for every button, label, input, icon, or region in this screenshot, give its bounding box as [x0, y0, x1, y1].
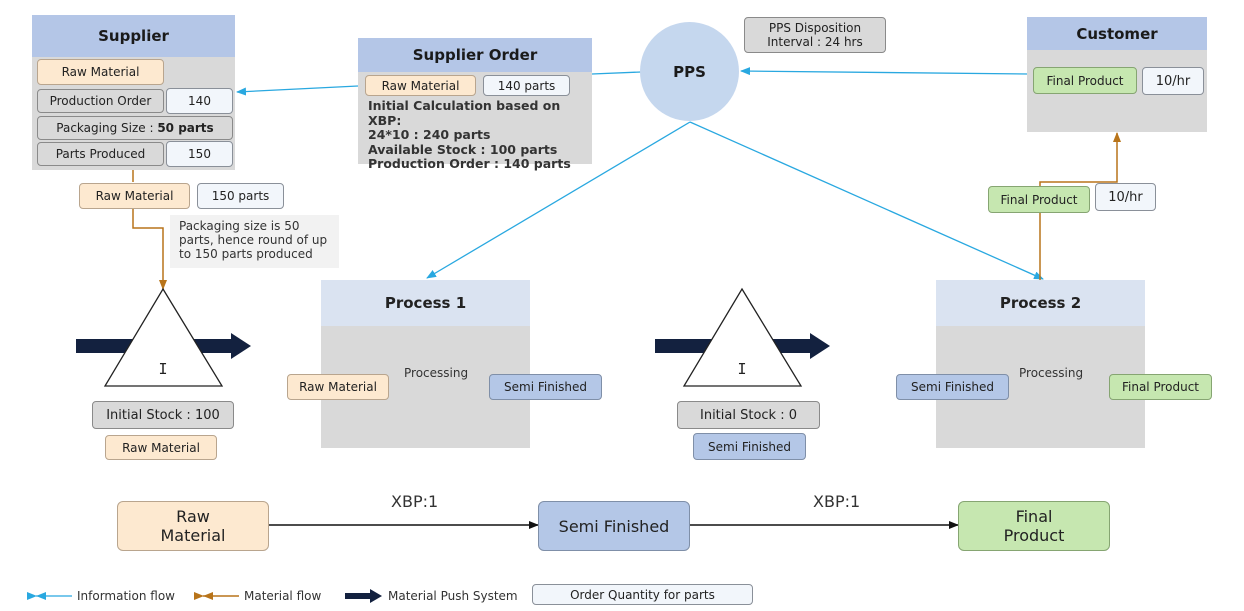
legend-push-system: Material Push System	[388, 589, 518, 603]
material-flow-shipment-to-inventory	[132, 209, 167, 290]
calc-line-4: Production Order : 140 parts	[368, 156, 571, 171]
supplier-raw-material: Raw Material	[37, 59, 164, 85]
packaging-note: Packaging size is 50 parts, hence round …	[170, 215, 339, 268]
inventory1-material: Raw Material	[105, 435, 217, 460]
supplier-order-calculation: Initial Calculation based on XBP: 24*10 …	[368, 98, 590, 172]
bom-raw-material: Raw Material	[117, 501, 269, 551]
info-flow-pps-to-supplier-order	[591, 71, 642, 75]
inventory2-stock: Initial Stock : 0	[677, 401, 820, 429]
material-flow-delivery-to-customer	[1039, 132, 1121, 187]
pps-disposition-line1: PPS Disposition	[768, 21, 862, 35]
supplier-parts-produced-value: 150	[166, 141, 233, 167]
delivery-rate: 10/hr	[1095, 183, 1156, 211]
legend-material-flow: Material flow	[244, 589, 322, 603]
process2-title: Process 2	[936, 280, 1145, 326]
bom-ratio-1: XBP:1	[391, 492, 439, 511]
legend-information-flow: Information flow	[77, 589, 175, 603]
calc-line-2: 24*10 : 240 parts	[368, 127, 491, 142]
bom-final-product: Final Product	[958, 501, 1110, 551]
supplier-production-order-label: Production Order	[37, 89, 164, 113]
inventory-triangle-2	[682, 287, 803, 387]
shipment-parts: 150 parts	[197, 183, 284, 209]
calc-line-3: Available Stock : 100 parts	[368, 141, 558, 157]
process1-action: Processing	[404, 366, 469, 380]
supplier-order-parts: 140 parts	[483, 75, 570, 96]
customer-title: Customer	[1027, 17, 1207, 50]
shipment-raw-material: Raw Material	[79, 183, 190, 209]
inventory1-symbol: I	[158, 360, 168, 378]
info-flow-supplier-order-to-supplier	[236, 85, 359, 96]
calc-line-1: Initial Calculation based on XBP:	[368, 98, 561, 128]
supplier-packaging-size: Packaging Size : 50 parts	[37, 116, 233, 140]
packaging-size-value: 50 parts	[157, 121, 214, 135]
pps-disposition: PPS Disposition Interval : 24 hrs	[744, 17, 886, 53]
process2-output: Final Product	[1109, 374, 1212, 400]
customer-final-product: Final Product	[1033, 67, 1137, 94]
supplier-order-title: Supplier Order	[358, 38, 592, 72]
supplier-production-order-value: 140	[166, 88, 233, 114]
process1-title: Process 1	[321, 280, 530, 326]
supplier-title: Supplier	[32, 15, 235, 57]
info-flow-customer-to-pps	[740, 67, 1029, 76]
inventory-triangle-1	[103, 287, 224, 387]
inventory2-symbol: I	[737, 360, 747, 378]
info-flow-pps-to-process1	[426, 121, 691, 279]
process2-input: Semi Finished	[896, 374, 1009, 400]
legend-push-arrow	[345, 589, 382, 603]
process1-input: Raw Material	[287, 374, 389, 400]
customer-rate: 10/hr	[1142, 67, 1204, 95]
packaging-size-label: Packaging Size :	[56, 121, 158, 135]
supplier-parts-produced-label: Parts Produced	[37, 142, 164, 166]
legend-order-quantity: Order Quantity for parts	[532, 584, 753, 605]
inventory2-material: Semi Finished	[693, 433, 806, 460]
bom-semi-finished: Semi Finished	[538, 501, 690, 551]
pps-disposition-line2: Interval : 24 hrs	[767, 35, 863, 49]
info-flow-pps-to-process2	[689, 121, 1044, 280]
inventory1-stock: Initial Stock : 100	[92, 401, 234, 429]
pps-node: PPS	[640, 22, 739, 121]
process1-output: Semi Finished	[489, 374, 602, 400]
supplier-order-raw-material: Raw Material	[365, 75, 476, 96]
delivery-final-product: Final Product	[988, 186, 1090, 213]
process2-action: Processing	[1019, 366, 1084, 380]
bom-ratio-2: XBP:1	[813, 492, 861, 511]
